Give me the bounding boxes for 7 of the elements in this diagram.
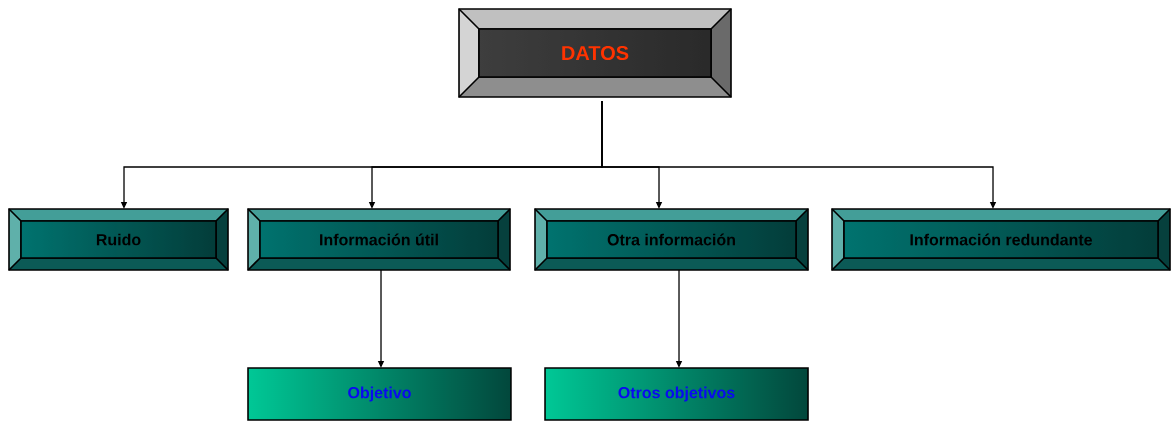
category-box: Otra información: [534, 208, 809, 271]
category-box: Objetivo: [247, 367, 512, 421]
header-box: DATOS: [458, 8, 732, 98]
category-box: Información redundante: [831, 208, 1171, 271]
category-box: Información útil: [247, 208, 511, 271]
category-box: Ruido: [8, 208, 229, 271]
category-box: Otros objetivos: [544, 367, 809, 421]
